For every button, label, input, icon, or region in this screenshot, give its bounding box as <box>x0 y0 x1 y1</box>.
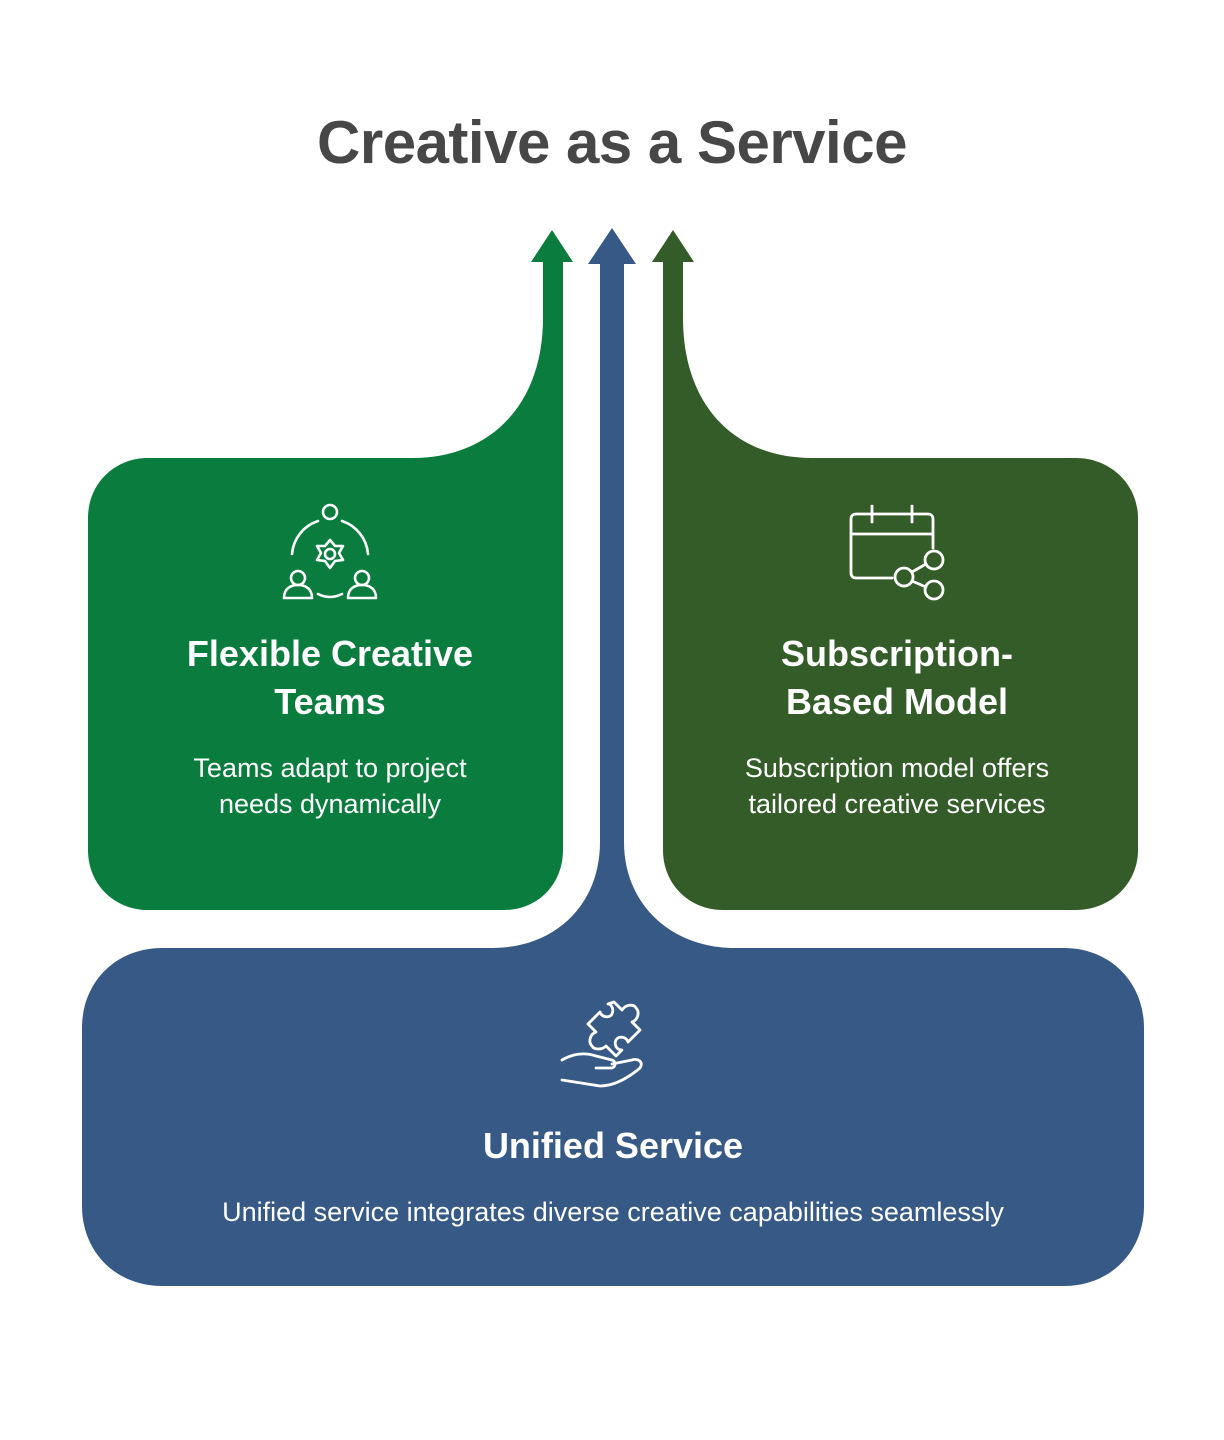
left-card-heading-line1: Flexible Creative <box>186 633 474 674</box>
right-card-shape <box>652 230 1138 910</box>
hand-puzzle-icon <box>560 1000 643 1088</box>
bottom-card-heading: Unified Service <box>482 1125 744 1166</box>
team-collaboration-icon <box>282 503 378 600</box>
left-card: Flexible Creative Teams Teams adapt to p… <box>88 630 572 822</box>
right-card-desc-line1: Subscription model offers <box>744 753 1050 783</box>
left-card-desc-line2: needs dynamically <box>218 789 442 819</box>
right-card-heading-line2: Based Model <box>785 681 1009 722</box>
left-card-shape <box>88 230 573 910</box>
right-card: Subscription- Based Model Subscription m… <box>654 630 1140 822</box>
left-card-desc-line1: Teams adapt to project <box>193 753 467 783</box>
page-title: Creative as a Service <box>317 109 907 176</box>
bottom-card: Unified Service Unified service integrat… <box>82 1122 1144 1230</box>
calendar-share-icon <box>849 504 945 601</box>
bottom-card-shape <box>82 228 1144 1286</box>
right-card-desc-line2: tailored creative services <box>748 789 1046 819</box>
bottom-card-desc: Unified service integrates diverse creat… <box>222 1197 1004 1227</box>
left-card-heading-line2: Teams <box>274 681 386 722</box>
right-card-heading-line1: Subscription- <box>781 633 1013 674</box>
